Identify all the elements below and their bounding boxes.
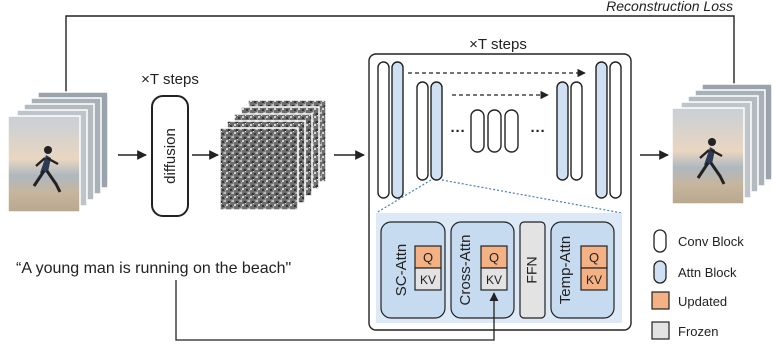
attn-block — [391, 61, 404, 199]
conv-block — [377, 61, 390, 199]
kv-updated-box — [580, 267, 608, 291]
attn-block-icon — [653, 260, 667, 284]
text-prompt: “A young man is running on the beach" — [16, 260, 291, 277]
temp-attn-block: Temp-Attn Q KV — [550, 221, 615, 319]
kv-frozen-box — [480, 267, 508, 291]
kv-label: KV — [486, 273, 502, 287]
q-label: Q — [589, 250, 599, 265]
legend: Conv Block Attn Block Updated Frozen — [651, 229, 744, 340]
q-label: Q — [423, 250, 433, 265]
kv-frozen-box — [414, 267, 442, 291]
cross-attn-block: Cross-Attn Q KV — [450, 221, 515, 319]
attn-block — [556, 81, 569, 181]
frozen-square-icon — [651, 321, 670, 340]
kv-label: KV — [420, 273, 436, 287]
conv-block — [609, 61, 622, 199]
output-video-frames — [671, 83, 773, 205]
conv-block — [504, 109, 519, 153]
ellipsis-right: ··· — [531, 123, 546, 140]
zoom-line-left — [375, 179, 432, 214]
diffusion-box — [151, 95, 189, 217]
temp-attn-label: Temp-Attn — [557, 236, 574, 304]
cross-attn-label: Cross-Attn — [457, 235, 474, 306]
unet-steps-label: ×T steps — [469, 36, 527, 53]
runner-figure-icon — [32, 146, 62, 193]
sc-attn-label: SC-Attn — [393, 244, 410, 297]
sc-attn-block: SC-Attn Q KV — [380, 221, 446, 319]
ffn-block: FFN — [519, 221, 546, 319]
conv-block — [570, 81, 583, 181]
kv-label: KV — [586, 273, 602, 287]
legend-attn-block: Attn Block — [678, 265, 737, 280]
ffn-label: FFN — [524, 256, 540, 283]
attn-block — [430, 81, 443, 181]
conv-block — [487, 109, 502, 153]
q-label: Q — [489, 250, 499, 265]
legend-updated: Updated — [678, 294, 727, 309]
prompt-arrow — [175, 280, 499, 341]
conv-block-icon — [653, 229, 667, 253]
attn-block — [595, 61, 608, 199]
reconstruction-loss-arrow — [65, 15, 739, 102]
ellipsis-left: ··· — [451, 123, 466, 140]
legend-frozen: Frozen — [678, 324, 718, 339]
diffusion-label: diffusion — [162, 128, 179, 184]
updated-square-icon — [651, 291, 670, 310]
noisy-latent-frames — [219, 99, 327, 211]
diffusion-steps-label: ×T steps — [141, 71, 199, 88]
input-video-frames — [7, 91, 109, 213]
reconstruction-loss-label: Reconstruction Loss — [606, 0, 733, 14]
conv-block — [470, 109, 485, 153]
unet-blocks — [377, 61, 622, 199]
legend-conv-block: Conv Block — [678, 234, 744, 249]
zoom-line-right — [441, 179, 623, 214]
conv-block — [416, 81, 429, 181]
runner-figure-icon — [696, 138, 726, 185]
